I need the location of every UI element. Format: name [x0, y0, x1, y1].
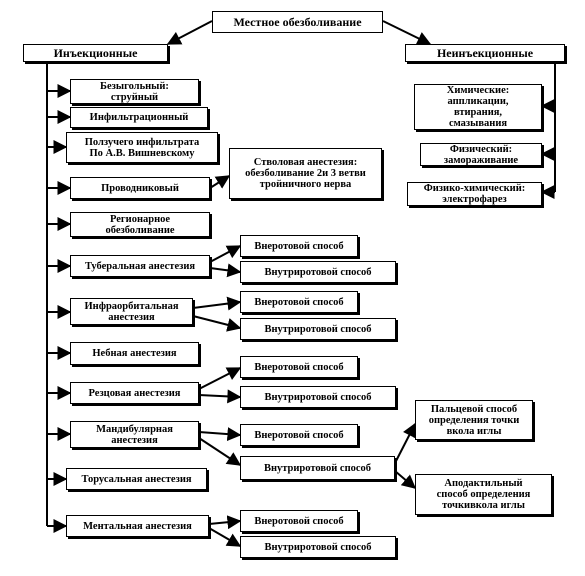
arrow-to-finger-method — [394, 422, 416, 464]
mental-intraoral-box: Внутриротовой способ — [240, 536, 396, 558]
mental-extraoral-box: Внеротовой способ — [240, 510, 358, 532]
incisive-intraoral-box: Внутриротовой способ — [240, 386, 396, 408]
injection-item-mental: Ментальная анестезия — [66, 515, 209, 537]
mandibular-extraoral-box: Внеротовой способ — [240, 424, 358, 446]
arrow-infraorbital-intra — [192, 315, 242, 332]
mandibular-intraoral-box: Внутриротовой способ — [240, 456, 395, 480]
infraorbital-extraoral-box: Внеротовой способ — [240, 291, 358, 313]
injection-item-tuberal: Туберальная анестезия — [70, 255, 210, 277]
tuberal-intraoral-box: Внутриротовой способ — [240, 261, 396, 283]
apodactyl-method-box: Аподактильный способ определения точкивк… — [415, 474, 552, 515]
injection-item-torusal: Торусальная анестезия — [66, 468, 207, 490]
noninjection-item-chemical: Химические: аппликации, втирания, смазыв… — [414, 84, 542, 130]
incisive-extraoral-box: Внеротовой способ — [240, 356, 358, 378]
arrow-tuberal-extra — [209, 245, 242, 263]
tuberal-extraoral-box: Внеротовой способ — [240, 235, 358, 257]
finger-method-box: Пальцевой способ определения точки вкола… — [415, 400, 533, 440]
root-box: Местное обезболивание — [212, 11, 383, 33]
arrow-mandibular-extra — [198, 427, 242, 442]
injection-category-box: Инъекционные — [23, 44, 168, 62]
arrow-incisive-intra — [198, 389, 242, 404]
injection-item-mandibular: Мандибулярная анестезия — [70, 421, 199, 448]
injection-item-palatal: Небная анестезия — [70, 342, 199, 365]
arrow-mental-extra — [208, 515, 242, 530]
trunk-anesthesia-box: Стволовая анестезия: обезболивание 2и 3 … — [229, 148, 382, 199]
injection-item-vishnevsky: Ползучего инфильтрата По А.В. Вишневском… — [66, 132, 218, 163]
arrow-conduction-to-trunk — [209, 175, 231, 189]
arrow-root-to-injection — [166, 20, 213, 45]
injection-item-infiltration: Инфильтрационный — [70, 107, 208, 128]
arrow-root-to-noninjection — [382, 20, 432, 45]
injection-item-infraorbital: Инфраорбитальная анестезия — [70, 298, 193, 325]
noninjection-item-physical: Физический: замораживание — [420, 143, 542, 166]
injection-item-incisive: Резцовая анестезия — [70, 382, 199, 404]
infraorbital-intraoral-box: Внутриротовой способ — [240, 318, 396, 340]
injection-item-regional: Регионарное обезболивание — [70, 212, 210, 237]
arrow-tuberal-intra — [209, 263, 242, 278]
noninjection-item-physchem: Физико-химический: электрофарез — [407, 182, 542, 206]
injection-item-bezygolny: Безыгольный: струйный — [70, 79, 199, 104]
arrow-mental-intra — [208, 527, 242, 547]
arrow-incisive-extra — [198, 367, 242, 390]
noninjection-category-box: Неинъекционные — [405, 44, 565, 62]
arrow-mandibular-intra — [198, 437, 242, 466]
arrow-to-apodactyl-method — [394, 470, 417, 489]
injection-item-conduction: Проводниковый — [70, 177, 210, 199]
arrow-infraorbital-extra — [192, 296, 242, 311]
